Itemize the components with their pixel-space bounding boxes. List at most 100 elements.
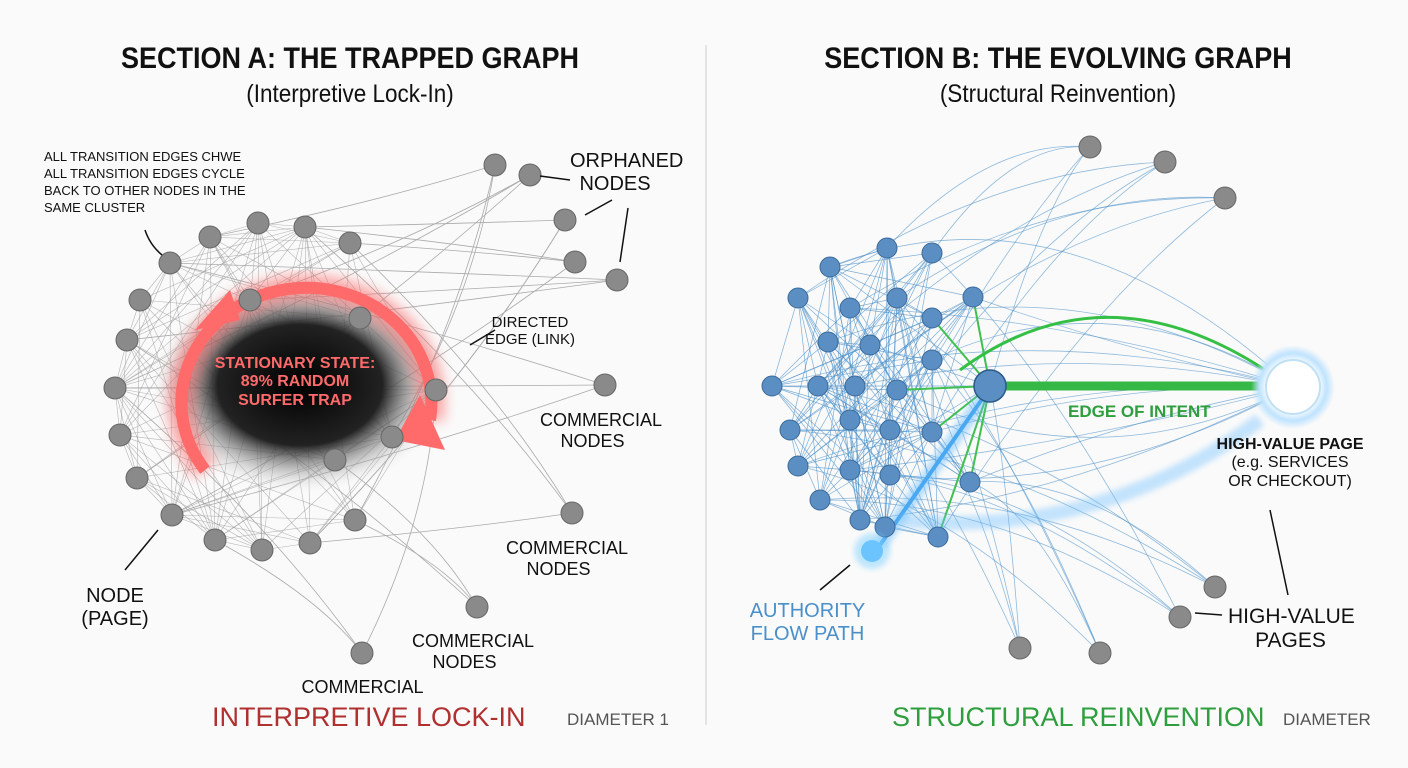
note-line: BACK TO OTHER NODES IN THE (44, 182, 246, 198)
edge (869, 247, 888, 346)
edge (896, 297, 1101, 654)
section-a-diameter: DIAMETER 1 (567, 710, 670, 729)
edge (819, 499, 1181, 618)
node (886, 287, 908, 309)
edge (817, 385, 1216, 588)
edge (849, 247, 888, 309)
node (246, 211, 270, 235)
hub-node (973, 369, 1007, 403)
label-line: HIGH-VALUE (1228, 605, 1355, 628)
label-line: DIRECTED (491, 314, 569, 331)
edge (931, 146, 1091, 254)
edge (304, 226, 576, 263)
node (125, 466, 149, 490)
node (424, 378, 448, 402)
label-line: COMMERCIAL (540, 410, 663, 430)
high-value-page-node (1265, 359, 1321, 415)
edge (817, 252, 933, 387)
edge (797, 431, 933, 467)
edge (854, 296, 974, 387)
node (563, 250, 587, 274)
edge (889, 359, 933, 431)
node-page-label: NODE(PAGE) (75, 585, 155, 631)
node (844, 375, 866, 397)
edge (886, 145, 1091, 249)
edge (797, 247, 888, 299)
edge (849, 386, 1294, 471)
edge (771, 341, 829, 387)
edge (354, 519, 478, 608)
node (927, 526, 949, 548)
edge (969, 386, 1294, 483)
edge (819, 247, 888, 501)
label-line: EDGE (LINK) (484, 331, 575, 349)
node (160, 503, 184, 527)
node (1008, 636, 1032, 660)
edge (817, 385, 933, 433)
node (1213, 186, 1237, 210)
edge-of-intent (959, 316, 1281, 395)
node (839, 297, 861, 319)
node (962, 286, 984, 308)
label-line: NODES (432, 651, 497, 672)
edge (854, 385, 886, 528)
node (198, 225, 222, 249)
node (250, 538, 274, 562)
node (921, 307, 943, 329)
section-a-subtitle: (Interpretive Lock-In) (246, 80, 454, 108)
label-line: NODES (526, 558, 591, 579)
note-line: ALL TRANSITION EDGES CHWE (44, 149, 242, 164)
node (879, 464, 901, 486)
node (879, 419, 901, 441)
edge (797, 341, 829, 467)
node (103, 376, 127, 400)
edge (896, 386, 1294, 438)
edge (819, 431, 933, 501)
edge (214, 519, 356, 541)
node (348, 306, 372, 330)
edge (827, 266, 831, 343)
edge (989, 146, 1091, 387)
node (817, 331, 839, 353)
edge (849, 252, 933, 421)
edge (859, 429, 891, 521)
edge (126, 222, 259, 341)
edge (789, 266, 831, 431)
label-line: OR CHECKOUT) (1228, 472, 1352, 490)
section-b-diameter: DIAMETER (1283, 710, 1371, 729)
node (876, 237, 898, 259)
edge (896, 196, 1226, 299)
node (886, 379, 908, 401)
node (298, 531, 322, 555)
edge (789, 385, 856, 431)
edge (797, 359, 933, 467)
section-a-title: SECTION A: THE TRAPPED GRAPH (120, 42, 580, 75)
edge (969, 481, 1101, 654)
note-line: ALL TRANSITION EDGES CYCLE (44, 165, 245, 181)
edge (896, 297, 971, 483)
edge (304, 219, 566, 228)
authority-flow-path (874, 390, 1265, 550)
node (1203, 575, 1227, 599)
edge (771, 385, 933, 433)
section-a-footer: INTERPRETIVE LOCK-IN (212, 702, 526, 732)
edge (889, 161, 1166, 431)
node (560, 501, 584, 525)
edge (789, 429, 861, 521)
node (158, 251, 182, 275)
edge (884, 247, 888, 528)
edge (789, 297, 898, 431)
edge (854, 197, 1226, 387)
node (809, 489, 831, 511)
node (108, 423, 132, 447)
edge-of-intent-label: EDGE OF INTENT (1068, 402, 1211, 421)
edge (771, 359, 933, 387)
node (343, 508, 367, 532)
edge (827, 341, 851, 421)
section-b-subtitle: (Structural Reinvention) (939, 80, 1177, 108)
edge (171, 514, 356, 521)
edge (797, 297, 871, 346)
edge (114, 387, 216, 541)
